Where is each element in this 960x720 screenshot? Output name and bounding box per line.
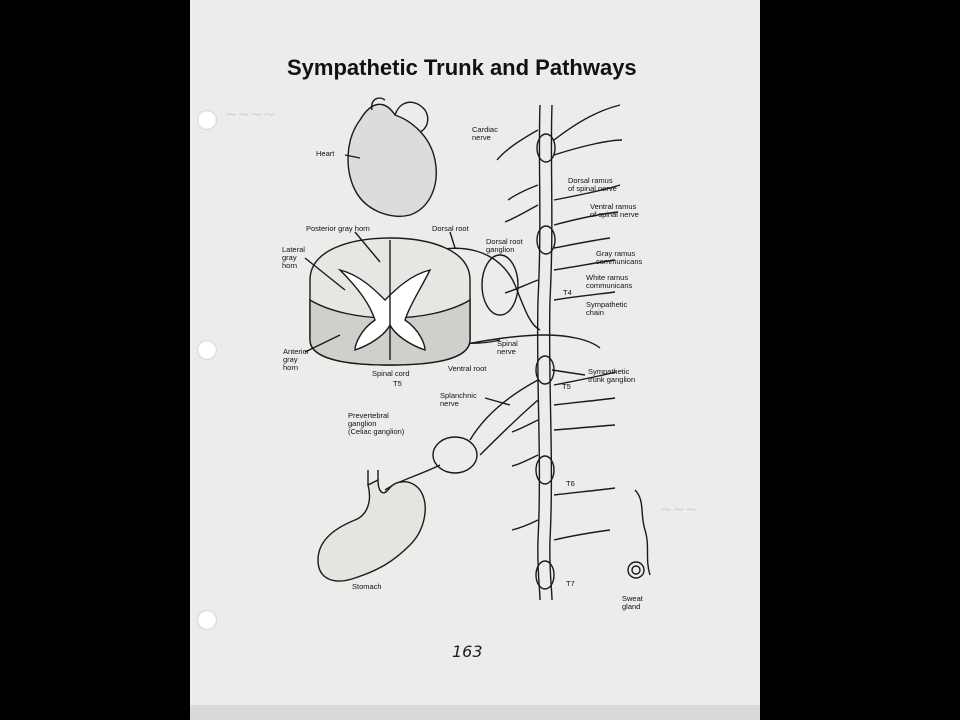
aorta bbox=[394, 101, 429, 133]
pointer-trunk-ganglion bbox=[551, 369, 586, 376]
label-sympathetic-trunk-ganglion: Sympathetic trunk ganglion bbox=[588, 367, 636, 384]
trunk-ganglion-1 bbox=[536, 133, 556, 163]
label-anterior-gray-horn: Anterior gray horn bbox=[283, 347, 310, 372]
left-ramus-6 bbox=[511, 519, 539, 531]
label-heart: Heart bbox=[316, 149, 335, 158]
ramus-5 bbox=[553, 259, 616, 271]
punch-hole-middle bbox=[197, 340, 217, 360]
trunk-ganglion-t7 bbox=[535, 560, 555, 590]
sympathetic-chain-right bbox=[548, 104, 553, 601]
label-sympathetic-chain: Sympathetic chain bbox=[586, 300, 628, 317]
label-t7: T7 bbox=[566, 579, 575, 588]
ramus-3 bbox=[553, 211, 619, 226]
punch-hole-bottom bbox=[197, 610, 217, 630]
gray-matter-h bbox=[337, 268, 432, 351]
ramus-t7 bbox=[553, 529, 611, 541]
ramus-t6a bbox=[553, 424, 616, 431]
label-dorsal-root: Dorsal root bbox=[432, 224, 469, 233]
dorsal-root-path bbox=[419, 247, 541, 331]
pointer-dorsal-root bbox=[449, 231, 456, 249]
left-ramus-2 bbox=[504, 204, 539, 223]
ramus-1b bbox=[553, 139, 623, 156]
sweat-gland-duct bbox=[634, 489, 651, 576]
left-ramus-3 bbox=[504, 279, 539, 294]
trunk-ganglion-2 bbox=[536, 225, 556, 255]
ghost-handwriting: ~~~ bbox=[660, 500, 698, 518]
sweat-gland-coil-inner bbox=[631, 565, 641, 575]
label-prevertebral-ganglion: Prevertebral ganglion (Celiac ganglion) bbox=[348, 411, 405, 436]
label-spinal-nerve: Spinal nerve bbox=[497, 339, 518, 356]
pointer-heart bbox=[344, 154, 361, 159]
label-sweat-gland: Sweat gland bbox=[622, 594, 643, 611]
label-spinal-cord: Spinal cord bbox=[372, 369, 410, 378]
label-stomach: Stomach bbox=[352, 582, 382, 591]
left-ramus-5 bbox=[511, 454, 539, 467]
handwritten-page-number: 163 bbox=[452, 642, 483, 661]
ramus-2 bbox=[553, 184, 621, 201]
worksheet-page bbox=[190, 0, 760, 705]
heart-vessel bbox=[370, 97, 386, 111]
page-bottom-edge bbox=[190, 705, 760, 720]
pointer-lateral-horn bbox=[304, 257, 346, 291]
label-ventral-root: Ventral root bbox=[448, 364, 487, 373]
left-ramus-1 bbox=[507, 184, 539, 201]
sweat-gland-coil bbox=[627, 561, 645, 579]
label-dorsal-ramus: Dorsal ramus of spinal nerve bbox=[568, 176, 617, 193]
sympathetic-chain-left bbox=[536, 104, 541, 601]
ramus-t5b bbox=[553, 397, 616, 406]
ghost-handwriting: ~~~~ bbox=[225, 105, 276, 123]
label-posterior-gray-horn: Posterior gray horn bbox=[306, 224, 370, 233]
diagram-title: Sympathetic Trunk and Pathways bbox=[287, 55, 637, 80]
label-t4: T4 bbox=[563, 288, 572, 297]
esophagus bbox=[367, 470, 379, 485]
splanchnic-nerve bbox=[469, 379, 539, 441]
label-dorsal-root-ganglion: Dorsal root ganglion bbox=[486, 237, 523, 254]
celiac-to-stomach bbox=[384, 464, 441, 491]
label-ventral-ramus: Ventral ramus of spinal nerve bbox=[590, 202, 639, 219]
punch-hole-top bbox=[197, 110, 217, 130]
label-t5-cord: T5 bbox=[393, 379, 402, 388]
label-gray-ramus: Gray ramus communicans bbox=[596, 249, 643, 266]
dorsal-root-ganglion bbox=[481, 254, 519, 316]
trunk-ganglion-t6 bbox=[535, 455, 555, 485]
label-white-ramus: White ramus communicans bbox=[586, 273, 633, 290]
ramus-t5 bbox=[553, 371, 617, 386]
label-lateral-gray-horn: Lateral gray horn bbox=[282, 245, 305, 270]
left-ramus-4 bbox=[511, 419, 539, 433]
trunk-ganglion-t5 bbox=[535, 355, 555, 385]
celiac-ganglion bbox=[432, 436, 478, 474]
label-t6: T6 bbox=[566, 479, 575, 488]
pointer-posterior-horn bbox=[354, 231, 381, 263]
stomach-outline bbox=[317, 478, 426, 582]
label-t5: T5 bbox=[562, 382, 571, 391]
pointer-splanchnic bbox=[484, 397, 511, 406]
ramus-4 bbox=[553, 237, 611, 249]
cardiac-branch bbox=[496, 129, 539, 161]
splanchnic-nerve-2 bbox=[479, 399, 539, 456]
ramus-t4 bbox=[553, 291, 616, 301]
pointer-anterior-horn bbox=[304, 334, 341, 353]
ramus-t6b bbox=[553, 487, 616, 496]
label-cardiac-nerve: Cardiac nerve bbox=[472, 125, 498, 142]
label-splanchnic-nerve: Splanchnic nerve bbox=[440, 391, 477, 408]
heart-outline bbox=[347, 103, 437, 217]
ramus-1 bbox=[553, 104, 621, 141]
